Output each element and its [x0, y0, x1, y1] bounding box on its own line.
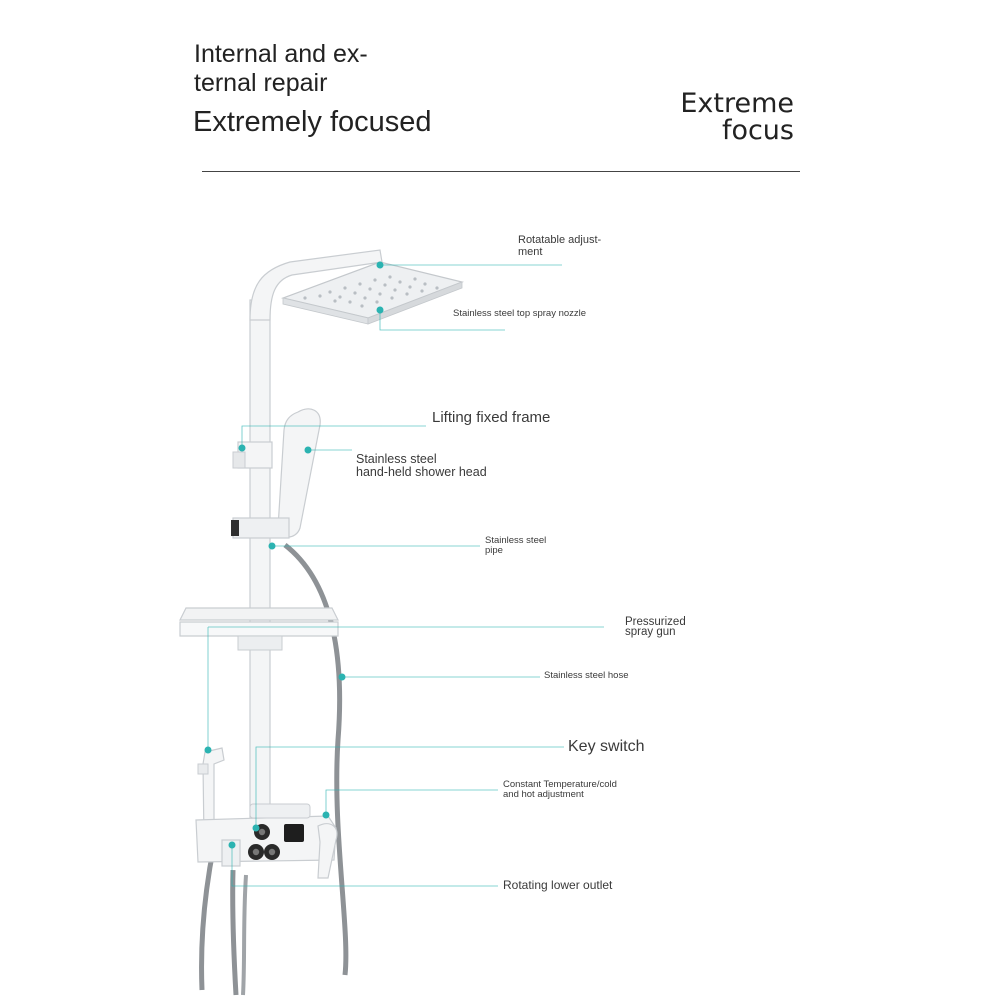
- subtitle-heading: Extremely focused: [193, 106, 432, 138]
- temperature-handle: [317, 823, 338, 879]
- lower-hose-left: [199, 844, 217, 991]
- label-stainless-steel-pipe: Stainless steel pipe: [485, 535, 547, 556]
- vertical-pipe: [249, 299, 271, 821]
- lower-hose-mid: [230, 869, 239, 996]
- handheld-holder: [232, 517, 290, 539]
- label-lifting-fixed-frame: Lifting fixed frame: [432, 409, 551, 426]
- label-rotatable-adjustment: Rotatable adjust- ment: [518, 234, 602, 258]
- lower-outlet: [221, 839, 241, 867]
- label-stainless-steel-hose: Stainless steel hose: [544, 670, 629, 681]
- label-top-spray-nozzle: Stainless steel top spray nozzle: [453, 308, 587, 319]
- tagline: Extreme focus: [680, 88, 794, 146]
- label-key-switch: Key switch: [568, 738, 645, 755]
- key-buttons: [248, 824, 280, 860]
- callout-dots: [204, 261, 384, 849]
- lower-hose-right: [241, 874, 248, 996]
- callout-lines: [207, 264, 604, 887]
- title-heading: Internal and ex- ternal repair: [194, 40, 368, 97]
- label-constant-temperature: Constant Temperature/cold and hot adjust…: [503, 779, 617, 800]
- divider: [202, 171, 800, 172]
- label-rotating-lower-outlet: Rotating lower outlet: [503, 878, 613, 892]
- shower-hose: [283, 543, 349, 976]
- top-arm: [249, 249, 383, 321]
- label-pressurized-spray-gun: Pressurized spray gun: [625, 616, 686, 638]
- nozzle-dots: [303, 275, 439, 308]
- label-handheld-shower-head: Stainless steel hand-held shower head: [356, 452, 487, 479]
- shelf-top: [179, 607, 339, 621]
- display-panel: [284, 824, 304, 842]
- shelf-front: [179, 621, 339, 637]
